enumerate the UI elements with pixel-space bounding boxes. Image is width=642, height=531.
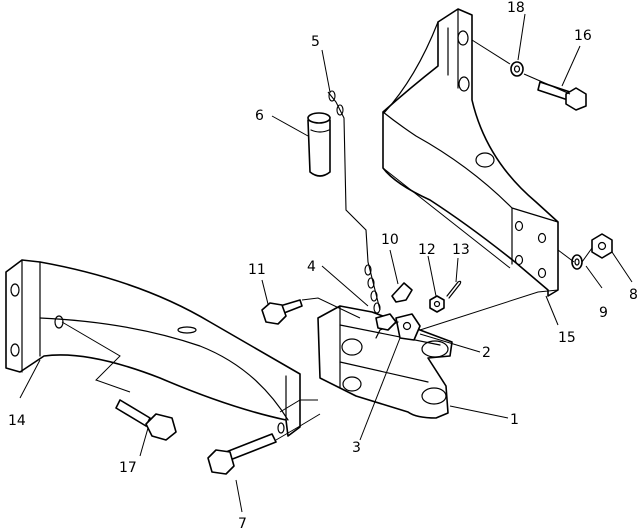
callout-labels: 1 2 3 4 5 6 7 8 9 10 11 12 13 14 15 16 1…	[8, 0, 638, 531]
callout-10: 10	[381, 232, 399, 248]
callout-15: 15	[558, 330, 576, 346]
callout-8: 8	[629, 287, 638, 303]
callout-13: 13	[452, 242, 470, 258]
callout-5: 5	[311, 34, 320, 50]
callout-12: 12	[418, 242, 436, 258]
hitch-body	[317, 305, 453, 419]
right-bracket	[382, 8, 559, 297]
callout-11: 11	[248, 262, 266, 278]
bolt-right	[537, 81, 587, 111]
callout-2: 2	[482, 345, 491, 361]
callout-7: 7	[238, 516, 247, 531]
callout-16: 16	[574, 28, 592, 44]
bolt-small	[261, 299, 303, 325]
chain	[327, 90, 381, 314]
callout-14: 14	[8, 413, 26, 429]
bolt-left	[115, 399, 177, 441]
cotter-pin	[446, 280, 462, 299]
pin	[307, 112, 331, 177]
callout-4: 4	[307, 259, 316, 275]
nut-right	[591, 233, 613, 259]
washer-upper	[510, 61, 524, 77]
bolt-lower	[207, 433, 277, 475]
lock-plate	[391, 282, 413, 303]
callout-9: 9	[599, 305, 608, 321]
callout-3: 3	[352, 440, 361, 456]
callout-1: 1	[510, 412, 519, 428]
leader-lines	[19, 13, 633, 513]
clevis-pin	[375, 313, 421, 341]
small-nut	[429, 295, 445, 313]
callout-18: 18	[507, 0, 525, 16]
left-bracket	[5, 259, 301, 437]
callout-6: 6	[255, 108, 264, 124]
callout-17: 17	[119, 460, 137, 476]
